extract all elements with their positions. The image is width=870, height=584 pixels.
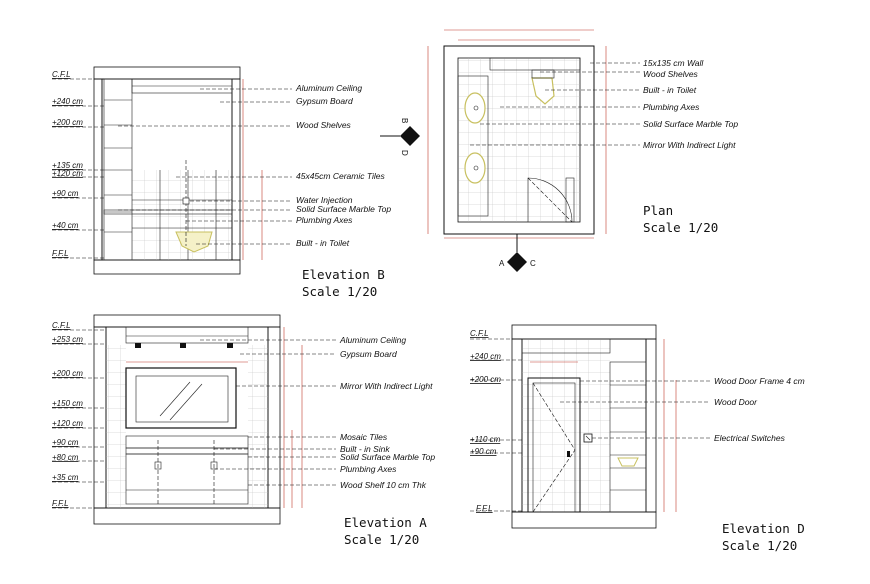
level-label: F.F.L (52, 249, 69, 258)
callout-label: Wood Shelves (296, 120, 352, 130)
level-label: +240 cm (52, 97, 83, 106)
elevation-d: C.F.L +240 cm +200 cm +110 cm +90 cm F.F… (470, 324, 805, 553)
level-label: F.F.L (476, 504, 493, 513)
level-label: F.F.L (52, 499, 69, 508)
plan-view: B D A C 15x135 cm Wall Wood Shelves Buil… (380, 29, 738, 272)
drawing-scale: Scale 1/20 (302, 284, 377, 299)
level-label: +150 cm (52, 399, 83, 408)
callout-label: Mirror With Indirect Light (340, 381, 433, 391)
level-label: +240 cm (470, 352, 501, 361)
level-label: +90 cm (52, 438, 79, 447)
level-label: C.F.L (52, 70, 71, 79)
callout-label: Built - in Toilet (296, 238, 350, 248)
drawing-title: Elevation B (302, 267, 385, 282)
callout-label: Solid Surface Marble Top (643, 119, 738, 129)
callout-label: Wood Shelf 10 cm Thk (340, 480, 427, 490)
drawing-title: Elevation A (344, 515, 427, 530)
level-label: +200 cm (52, 118, 83, 127)
callout-label: Water Injection (296, 195, 353, 205)
callout-label: Wood Door (714, 397, 758, 407)
elevation-b: C.F.L +240 cm +200 cm +135 cm +120 cm +9… (52, 66, 391, 299)
callout-label: Plumbing Axes (296, 215, 353, 225)
callout-label: Built - in Sink (340, 444, 390, 454)
level-label: C.F.L (52, 321, 71, 330)
elevation-a: C.F.L +253 cm +200 cm +150 cm +120 cm +9… (52, 314, 435, 547)
callout-label: Wood Shelves (643, 69, 699, 79)
callout-label: Solid Surface Marble Top (340, 452, 435, 462)
level-label: +90 cm (470, 447, 497, 456)
callout-label: Wood Door Frame 4 cm (714, 376, 805, 386)
section-marker-b-d: B D (380, 118, 420, 156)
section-mark-letter: B (400, 118, 409, 123)
level-label: C.F.L (470, 329, 489, 338)
callout-label: Aluminum Ceiling (295, 83, 362, 93)
drawing-scale: Scale 1/20 (643, 220, 718, 235)
level-label: +110 cm (470, 435, 501, 444)
callout-label: Gypsum Board (296, 96, 353, 106)
drawing-title: Elevation D (722, 521, 805, 536)
callout-label: Gypsum Board (340, 349, 397, 359)
section-mark-letter: A (499, 259, 505, 268)
level-label: +90 cm (52, 189, 79, 198)
callout-label: 15x135 cm Wall (643, 58, 704, 68)
callout-label: 45x45cm Ceramic Tiles (296, 171, 385, 181)
level-label: +120 cm (52, 169, 83, 178)
callout-label: Electrical Switches (714, 433, 786, 443)
drawing-title: Plan (643, 203, 673, 218)
level-label: +40 cm (52, 221, 79, 230)
level-label: +135 cm (52, 161, 83, 170)
level-label: +200 cm (470, 375, 501, 384)
level-label: +253 cm (52, 335, 83, 344)
callout-label: Solid Surface Marble Top (296, 204, 391, 214)
section-mark-letter: C (530, 259, 536, 268)
callout-label: Aluminum Ceiling (339, 335, 406, 345)
section-mark-letter: D (400, 150, 409, 156)
callout-label: Mirror With Indirect Light (643, 140, 736, 150)
callout-label: Mosaic Tiles (340, 432, 388, 442)
level-label: +80 cm (52, 453, 79, 462)
section-marker-a-c: A C (499, 234, 536, 272)
level-label: +200 cm (52, 369, 83, 378)
level-label: +35 cm (52, 473, 79, 482)
drawing-scale: Scale 1/20 (722, 538, 797, 553)
level-label: +120 cm (52, 419, 83, 428)
drawing-scale: Scale 1/20 (344, 532, 419, 547)
callout-label: Built - in Toilet (643, 85, 697, 95)
callout-label: Plumbing Axes (643, 102, 700, 112)
callout-label: Plumbing Axes (340, 464, 397, 474)
